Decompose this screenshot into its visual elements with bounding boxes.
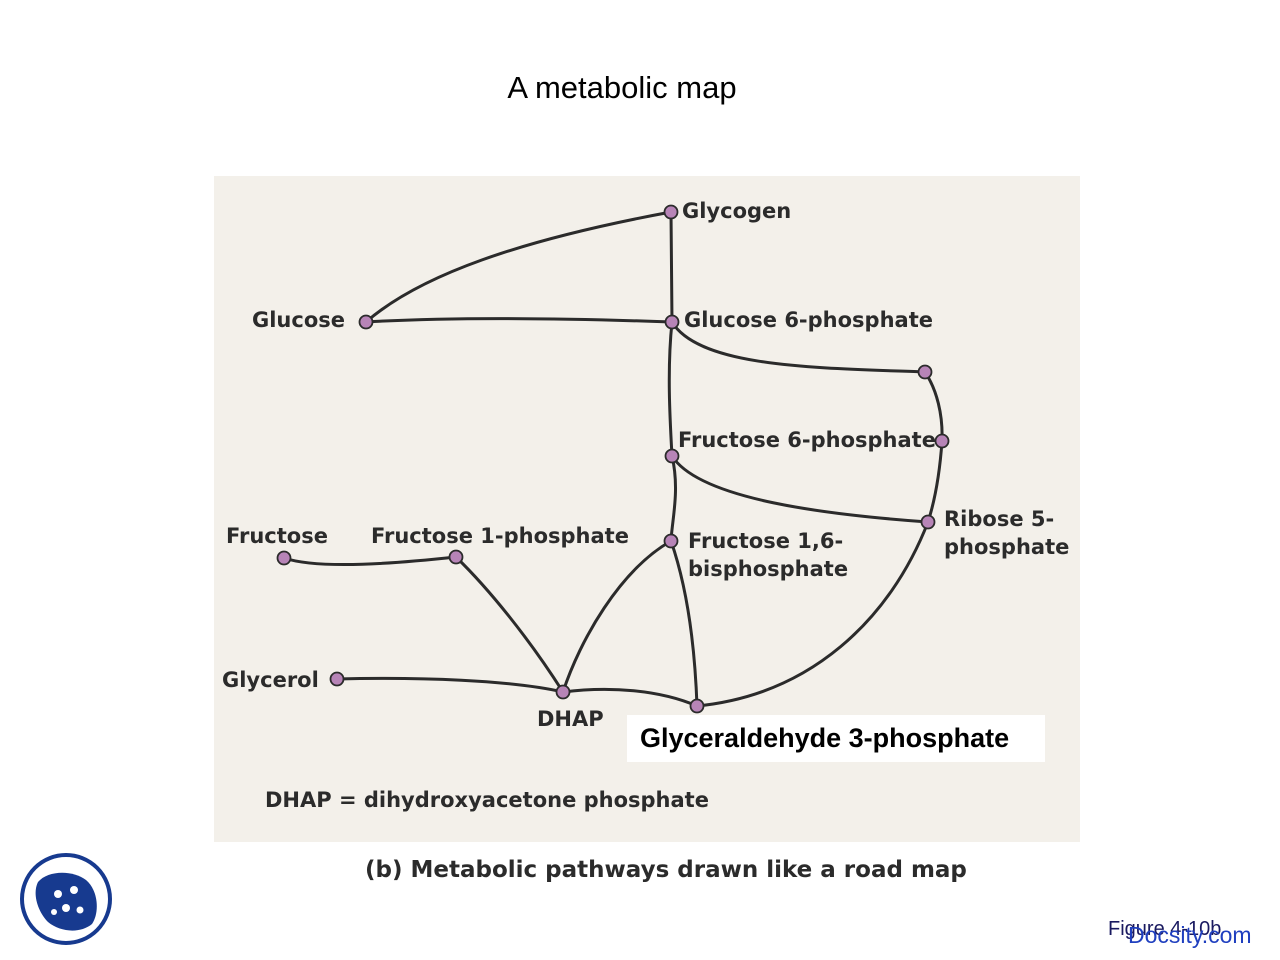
- docsity-logo-icon: [20, 853, 112, 945]
- node-g6p: [664, 314, 680, 330]
- label-dhap: DHAP: [537, 707, 604, 731]
- label-f1p: Fructose 1-phosphate: [371, 524, 629, 548]
- slide-title: A metabolic map: [507, 70, 737, 105]
- node-f16bp: [663, 533, 679, 549]
- edge-g6p-ppp-intermediate: [670, 320, 927, 374]
- edge-f16bp-dhap: [561, 539, 673, 694]
- node-glycerol: [329, 671, 345, 687]
- dhap-footnote: DHAP = dihydroxyacetone phosphate: [265, 788, 709, 812]
- node-g3p: [689, 698, 705, 714]
- label-fructose: Fructose: [226, 524, 328, 548]
- label-g6p: Glucose 6-phosphate: [684, 308, 933, 332]
- label-r5p-line1: Ribose 5-: [944, 507, 1055, 531]
- node-fructose: [276, 550, 292, 566]
- docsity-watermark[interactable]: Docsity.com: [1128, 922, 1252, 948]
- label-r5p-line2: phosphate: [944, 535, 1070, 559]
- edge-glucose-g6p: [364, 317, 674, 324]
- edge-f6p-r5p: [670, 454, 930, 524]
- node-ppp-intermediate: [917, 364, 933, 380]
- edge-g6p-f6p: [667, 320, 674, 458]
- edge-fructose-f1p: [282, 555, 458, 567]
- label-g3p-callout: Glyceraldehyde 3-phosphate: [627, 715, 1045, 762]
- label-f16bp-line1: Fructose 1,6-: [688, 529, 844, 553]
- edge-glycogen-g6p: [669, 210, 674, 324]
- edge-dhap-g3p: [561, 687, 699, 708]
- node-ppp-f6p-junction: [934, 433, 950, 449]
- node-r5p: [920, 514, 936, 530]
- figure-caption: (b) Metabolic pathways drawn like a road…: [365, 857, 967, 883]
- label-glycerol: Glycerol: [222, 668, 319, 692]
- node-f1p: [448, 549, 464, 565]
- node-dhap: [555, 684, 571, 700]
- label-f16bp-line2: bisphosphate: [688, 557, 849, 581]
- label-f6p: Fructose 6-phosphate: [678, 428, 936, 452]
- edge-f1p-dhap: [454, 555, 565, 694]
- edge-r5p-g3p: [695, 520, 930, 708]
- edge-glycerol-dhap: [335, 676, 565, 694]
- node-glucose: [358, 314, 374, 330]
- edge-f16bp-g3p: [669, 539, 699, 708]
- edge-glucose-glycogen: [364, 210, 673, 324]
- edge-f6p-f16bp: [669, 454, 678, 543]
- label-glucose: Glucose: [252, 308, 346, 332]
- figure-number: Figure 4-10b: [1108, 918, 1222, 940]
- node-glycogen: [663, 204, 679, 220]
- label-glycogen: Glycogen: [682, 199, 792, 223]
- node-f6p: [664, 448, 680, 464]
